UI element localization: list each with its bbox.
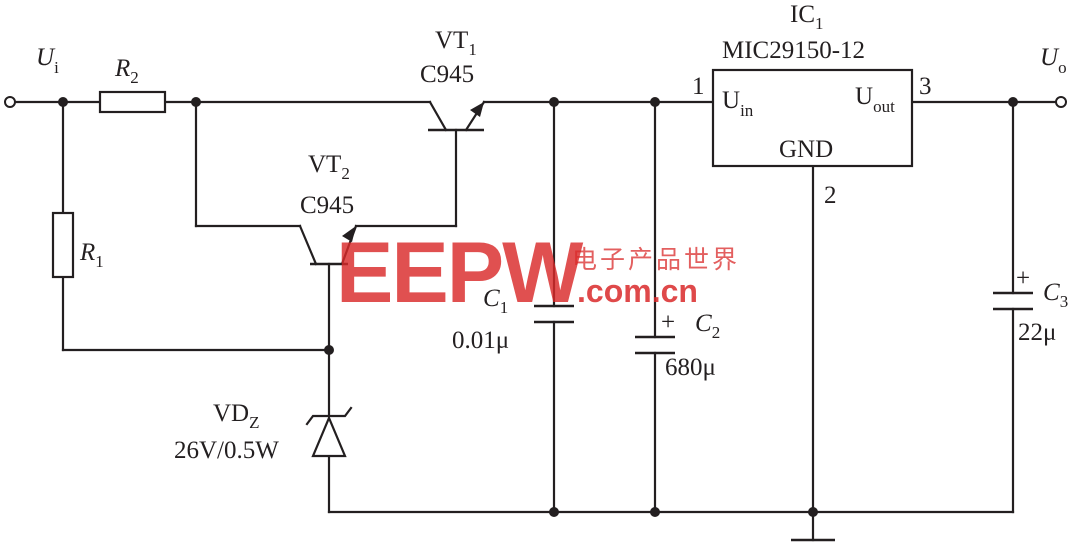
ic1-part: MIC29150-12 — [722, 37, 865, 64]
vt1-name: VT1 — [435, 27, 477, 59]
ic1-pin-in-number: 1 — [692, 73, 705, 100]
watermark-cn: 电子产品世界 — [572, 245, 740, 274]
c2-capacitor — [635, 335, 675, 355]
ic1-pin-in-label: Uin — [722, 87, 754, 120]
input-terminal — [4, 96, 16, 108]
input-label: Ui — [36, 44, 59, 77]
junction-dots — [58, 97, 1018, 517]
c3-label: C3 — [1043, 279, 1068, 311]
c3-polarity: + — [1016, 265, 1030, 292]
c3-value: 22μ — [1018, 319, 1056, 346]
vdz-rating: 26V/0.5W — [174, 437, 279, 464]
r1-label: R1 — [79, 239, 104, 271]
vt2-name: VT2 — [308, 151, 350, 183]
zener-diode — [305, 406, 353, 458]
ic1-gnd-label: GND — [779, 136, 833, 163]
vdz-name: VDZ — [213, 400, 260, 432]
watermark-url: .com.cn — [577, 273, 698, 309]
ic1-pin-out-number: 3 — [919, 73, 932, 100]
c2-value: 680μ — [665, 354, 716, 381]
vt2-part: C945 — [300, 192, 354, 219]
r2-label: R2 — [114, 55, 139, 87]
c1-value: 0.01μ — [452, 327, 509, 354]
c2-polarity: + — [661, 309, 675, 336]
ic1-name: IC1 — [790, 1, 824, 33]
r2-resistor — [98, 90, 167, 114]
ic1-pin-out-label: Uout — [855, 83, 895, 116]
c1-capacitor — [534, 304, 574, 324]
c2-label: C2 — [695, 310, 720, 342]
vt1-transistor — [428, 100, 486, 132]
c3-capacitor — [993, 291, 1033, 311]
vt2-transistor — [298, 224, 358, 266]
wires — [14, 100, 1057, 542]
eepw-watermark: EEPW 电子产品世界 .com.cn — [336, 225, 740, 321]
vt1-part: C945 — [420, 61, 474, 88]
output-label: Uo — [1040, 44, 1067, 77]
ic1-box — [711, 68, 914, 168]
c1-label: C1 — [483, 285, 508, 317]
output-terminal — [1055, 96, 1067, 108]
r1-resistor — [51, 211, 75, 279]
watermark-brand: EEPW — [336, 225, 584, 321]
ic1-pin-gnd-number: 2 — [824, 182, 837, 209]
